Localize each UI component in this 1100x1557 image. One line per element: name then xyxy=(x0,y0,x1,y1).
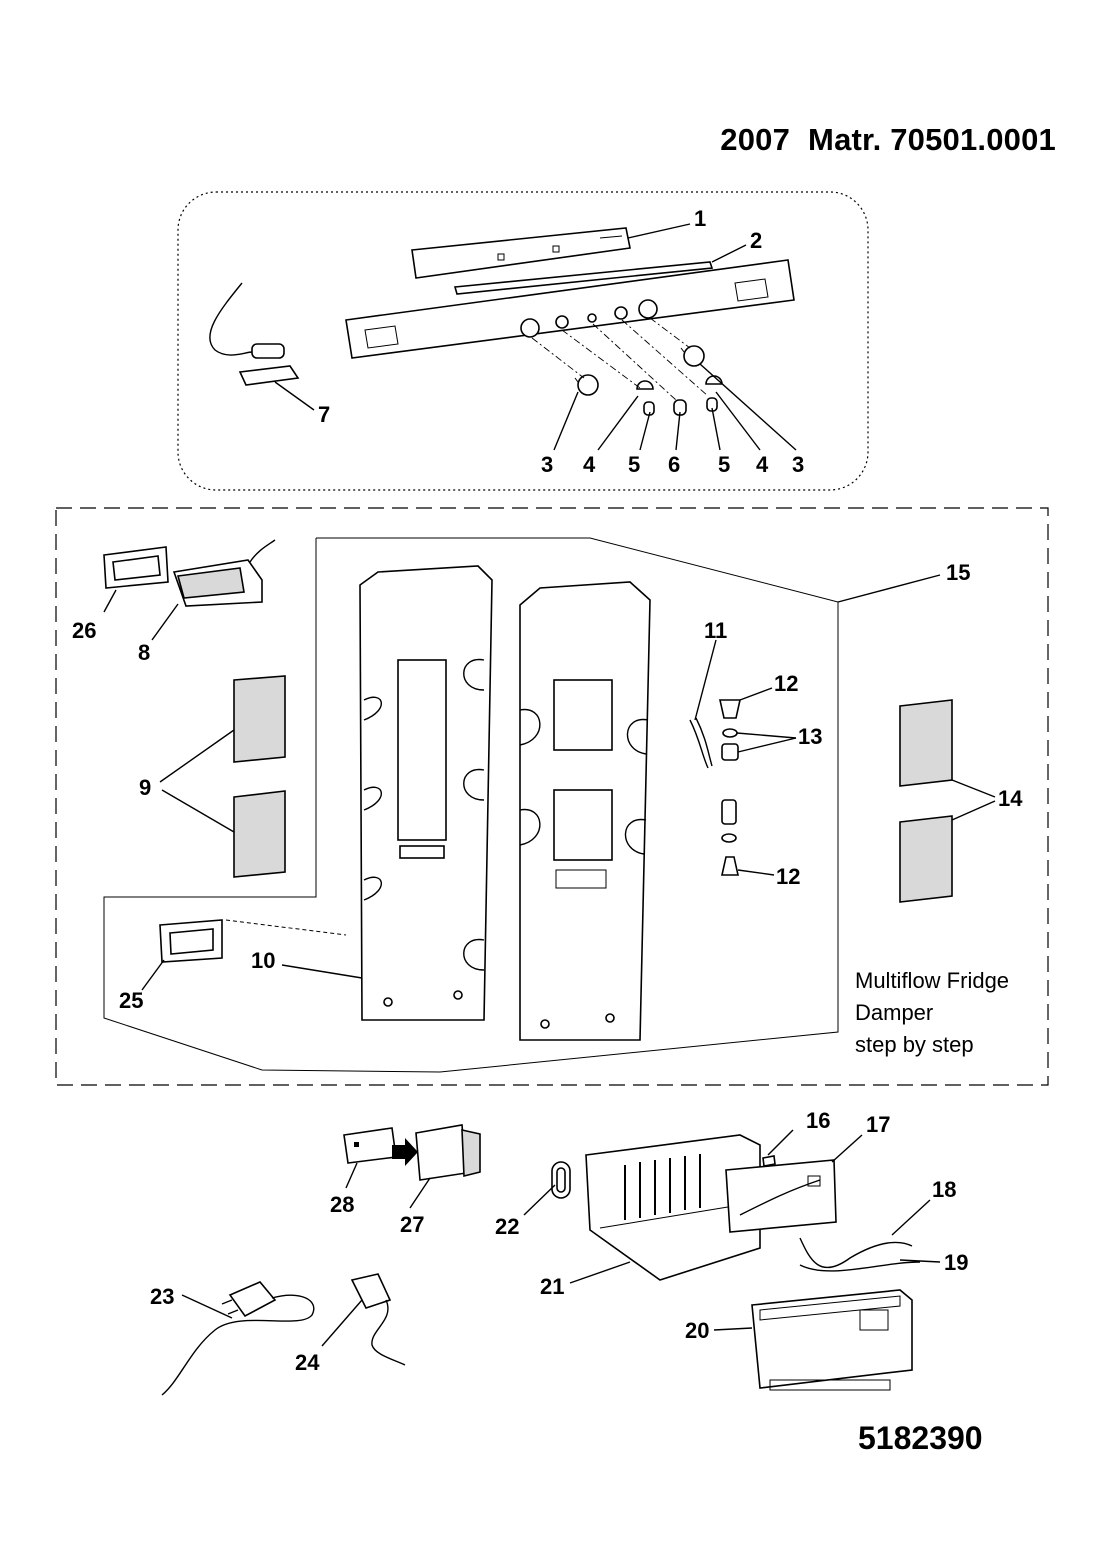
part-13-ring-lower xyxy=(721,833,737,843)
callout-24: 24 xyxy=(295,1350,320,1375)
part-2-bar xyxy=(453,261,714,295)
control-panel-body xyxy=(345,259,795,359)
callout-15: 15 xyxy=(946,560,970,585)
part-13-connector xyxy=(721,743,739,761)
drawing-matr: Matr. 70501.0001 xyxy=(808,122,1056,157)
part-11-wires xyxy=(689,717,713,769)
callout-4-left: 4 xyxy=(583,452,596,477)
part-8-damper-housing xyxy=(172,539,276,607)
callout-8: 8 xyxy=(138,640,150,665)
part-18-cable xyxy=(799,1237,913,1269)
inner-outline xyxy=(103,537,839,1073)
part-22-clip xyxy=(551,1161,571,1199)
callout-14: 14 xyxy=(998,786,1023,811)
callout-11: 11 xyxy=(704,618,727,643)
part-21-box xyxy=(585,1134,761,1281)
callout-2: 2 xyxy=(750,228,762,253)
callout-3-right: 3 xyxy=(792,452,804,477)
drawing-title: 2007 Matr. 70501.0001 xyxy=(720,122,1056,158)
leader-lines xyxy=(103,223,941,1347)
part-12-cap-lower xyxy=(721,856,739,876)
document-number: 5182390 xyxy=(858,1420,983,1456)
callout-28: 28 xyxy=(330,1192,354,1217)
part-26-frame xyxy=(103,546,169,589)
callout-27: 27 xyxy=(400,1212,424,1237)
note-line-1: Multiflow Fridge xyxy=(855,968,1010,993)
group-frame-fridge-damper xyxy=(55,507,1049,1086)
part-27-module xyxy=(415,1124,481,1181)
callout-7: 7 xyxy=(318,402,330,427)
callout-16: 16 xyxy=(806,1108,830,1133)
connector-body xyxy=(721,799,737,825)
callout-20: 20 xyxy=(685,1318,709,1343)
callout-21: 21 xyxy=(540,1274,564,1299)
callout-1: 1 xyxy=(694,206,706,231)
part-28-card xyxy=(343,1127,397,1164)
part-25-frame xyxy=(159,919,223,963)
part-20-control-unit xyxy=(751,1289,913,1391)
callout-12-upper: 12 xyxy=(774,671,798,696)
part-9-sheet-lower xyxy=(233,790,286,878)
callout-10: 10 xyxy=(251,948,275,973)
part-14-panel-upper xyxy=(899,699,953,787)
callout-5-right: 5 xyxy=(718,452,730,477)
part-3-knob-left xyxy=(574,374,599,396)
callout-3-left: 3 xyxy=(541,452,553,477)
callout-12-lower: 12 xyxy=(776,864,800,889)
note-line-3: step by step xyxy=(855,1032,974,1057)
part-14-panel-lower xyxy=(899,815,953,903)
note-text: Multiflow Fridge Damper step by step xyxy=(855,965,1009,1061)
callout-19: 19 xyxy=(944,1250,968,1275)
part-7-sensor xyxy=(209,282,300,386)
callout-26: 26 xyxy=(72,618,96,643)
callout-17: 17 xyxy=(866,1112,890,1137)
insert-arrow-icon xyxy=(392,1138,418,1166)
drawing-year: 2007 xyxy=(720,122,791,157)
part-19-cable xyxy=(799,1261,921,1272)
part-3-knob-right xyxy=(680,345,705,367)
callout-18: 18 xyxy=(932,1177,956,1202)
group-frame-control-panel xyxy=(177,191,869,491)
callout-25: 25 xyxy=(119,988,143,1013)
callout-5-left: 5 xyxy=(628,452,640,477)
part-16-chip xyxy=(762,1155,776,1167)
callout-13: 13 xyxy=(798,724,822,749)
part-12-cap-upper xyxy=(719,699,741,719)
callout-4-right: 4 xyxy=(756,452,769,477)
part-24-capacitor xyxy=(350,1273,406,1366)
part-13-ring-upper xyxy=(722,728,738,738)
callout-9: 9 xyxy=(139,775,151,800)
part-1-panel-strip xyxy=(411,227,631,279)
part-23-plug xyxy=(161,1281,315,1396)
part-17-board xyxy=(725,1159,837,1233)
part-9-sheet-upper xyxy=(233,675,286,763)
callout-23: 23 xyxy=(150,1284,174,1309)
note-line-2: Damper xyxy=(855,1000,934,1025)
callout-6: 6 xyxy=(668,452,680,477)
callout-22: 22 xyxy=(495,1214,519,1239)
part-10-front-liner xyxy=(359,565,493,1021)
part-15-rear-liner xyxy=(519,581,651,1041)
